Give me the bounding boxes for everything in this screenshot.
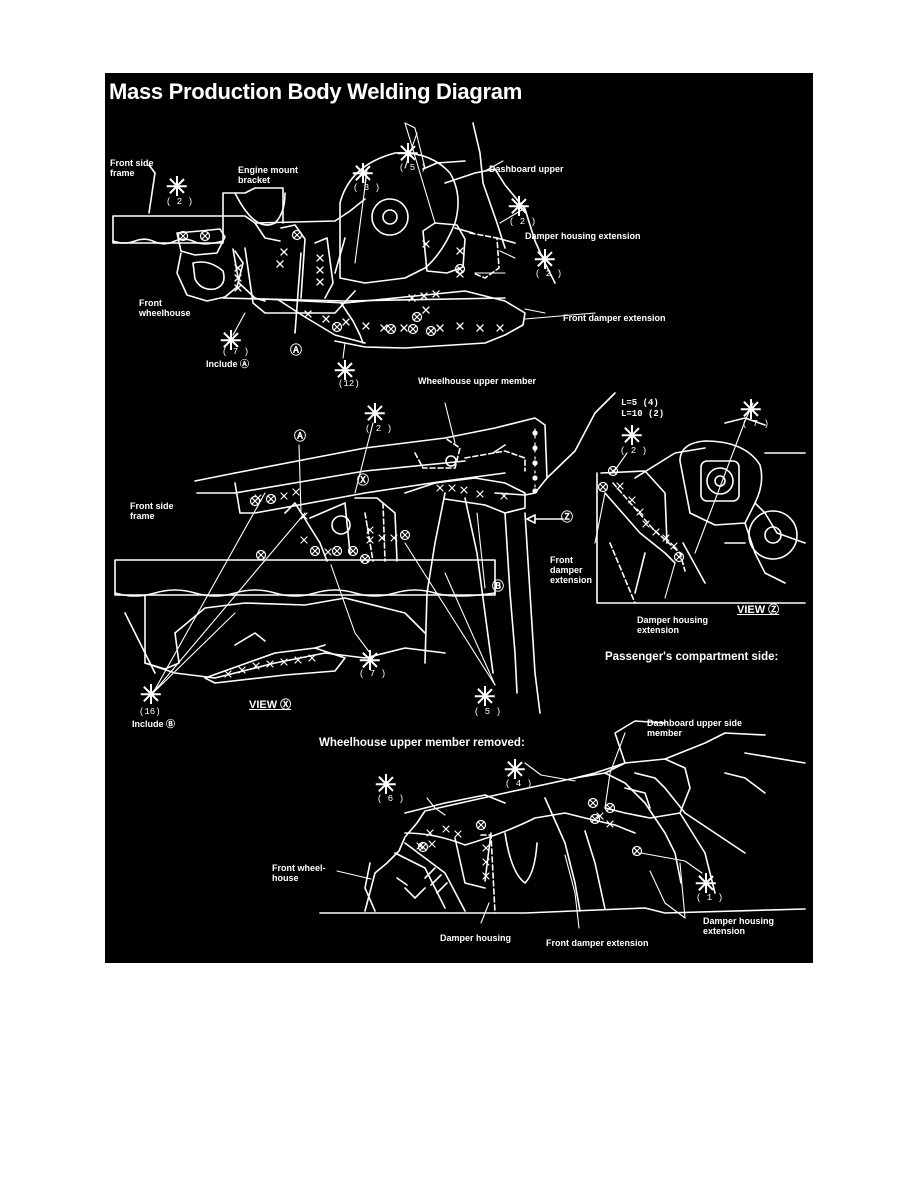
weld-symbol-star bbox=[505, 759, 525, 779]
weld-count: (16) bbox=[139, 707, 161, 717]
weld-symbol-star bbox=[696, 873, 716, 893]
bottom-weld-marks bbox=[416, 797, 643, 880]
view-z-title: VIEW Ⓩ bbox=[737, 604, 780, 616]
bead-weld-line bbox=[532, 428, 538, 494]
label-include-a: Include Ⓐ bbox=[206, 359, 250, 369]
view-z-drawing bbox=[526, 417, 806, 604]
label-front-damper-extension-bottom: Front damper extension bbox=[546, 938, 649, 948]
view-z-weld-marks bbox=[597, 465, 685, 563]
label-front-wheelhouse: Front wheelhouse bbox=[139, 298, 191, 318]
weld-count: ( 5 ) bbox=[399, 163, 427, 173]
marker-a-mid: Ⓐ bbox=[294, 429, 307, 443]
weld-count: ( 2 ) bbox=[166, 197, 194, 207]
middle-assembly-drawing bbox=[114, 392, 616, 714]
weld-count: ( 2 ) bbox=[365, 424, 393, 434]
weld-count: ( 5 ) bbox=[474, 707, 502, 717]
weld-symbol-star bbox=[475, 686, 495, 706]
label-engine-mount-bracket: Engine mount bracket bbox=[238, 165, 298, 185]
diagram-title: Mass Production Body Welding Diagram bbox=[109, 79, 522, 104]
label-front-damper-extension-mid: Front damper extension bbox=[550, 555, 593, 585]
weld-count: ( 3 ) bbox=[353, 183, 381, 193]
weld-symbol-star bbox=[376, 774, 396, 794]
weld-count: ( 4 ) bbox=[505, 779, 533, 789]
weld-count: ( 1 ) bbox=[696, 893, 724, 903]
label-front-damper-extension-top: Front damper extension bbox=[563, 313, 666, 323]
weld-count: ( 2 ) bbox=[620, 446, 648, 456]
weld-count: ( 7 ) bbox=[222, 347, 250, 357]
label-damper-housing-extension-mid: Damper housing extension bbox=[637, 615, 709, 635]
weld-symbol-star bbox=[535, 249, 555, 269]
weld-count: ( 2 ) bbox=[535, 269, 563, 279]
top-assembly-drawing bbox=[112, 122, 556, 349]
weld-symbol-star bbox=[509, 196, 529, 216]
label-front-wheelhouse-bottom: Front wheel- house bbox=[272, 863, 326, 883]
weld-count: ( 7 ) bbox=[359, 669, 387, 679]
bottom-leader-lines bbox=[336, 732, 703, 929]
weld-symbol-star bbox=[353, 163, 373, 183]
marker-z-arrow: Ⓩ bbox=[561, 510, 574, 524]
label-damper-housing: Damper housing bbox=[440, 933, 512, 943]
weld-count: ( 6 ) bbox=[377, 794, 405, 804]
weld-symbol-star bbox=[365, 403, 385, 423]
top-weld-marks bbox=[177, 229, 504, 337]
weld-symbol-star bbox=[335, 360, 355, 380]
weld-symbol-star bbox=[622, 425, 642, 445]
view-x-title: VIEW Ⓧ bbox=[249, 699, 292, 711]
bottom-assembly-drawing bbox=[319, 720, 806, 914]
middle-leader-lines bbox=[152, 402, 496, 694]
label-damper-housing-extension-top: Damper housing extension bbox=[525, 231, 641, 241]
weld-symbol-star bbox=[167, 176, 187, 196]
weld-count: ( 2 ) bbox=[509, 217, 537, 227]
weld-symbol-star bbox=[398, 143, 418, 163]
weld-symbol-star bbox=[141, 684, 161, 704]
middle-weld-marks bbox=[224, 484, 508, 678]
label-include-b: Include Ⓑ bbox=[132, 719, 176, 729]
marker-x-mid: Ⓧ bbox=[357, 473, 370, 487]
welding-diagram-drawing bbox=[112, 122, 806, 929]
label-l-spec-2: L=10 (2) bbox=[621, 409, 665, 419]
marker-a-top: Ⓐ bbox=[290, 343, 303, 357]
label-front-side-frame-top: Front side frame bbox=[110, 158, 154, 178]
section-wheelhouse-removed: Wheelhouse upper member removed: bbox=[319, 737, 525, 749]
marker-b-mid: Ⓑ bbox=[492, 579, 505, 593]
label-damper-housing-extension-bottom: Damper housing extension bbox=[703, 916, 775, 936]
diagram-panel: Mass Production Body Welding Diagram Fro… bbox=[105, 73, 813, 963]
label-l-spec-1: L=5 (4) bbox=[621, 398, 659, 408]
weld-symbol-star bbox=[360, 650, 380, 670]
weld-count: (12) bbox=[338, 379, 360, 389]
weld-symbol-star bbox=[741, 399, 761, 419]
label-front-side-frame-mid: Front side frame bbox=[130, 501, 174, 521]
weld-count: ( 7 ) bbox=[742, 419, 770, 429]
label-dashboard-upper-side-member: Dashboard upper side member bbox=[647, 718, 743, 738]
section-passenger-side: Passenger's compartment side: bbox=[605, 651, 779, 663]
label-wheelhouse-upper-member: Wheelhouse upper member bbox=[418, 376, 537, 386]
label-dashboard-upper: Dashboard upper bbox=[489, 164, 564, 174]
